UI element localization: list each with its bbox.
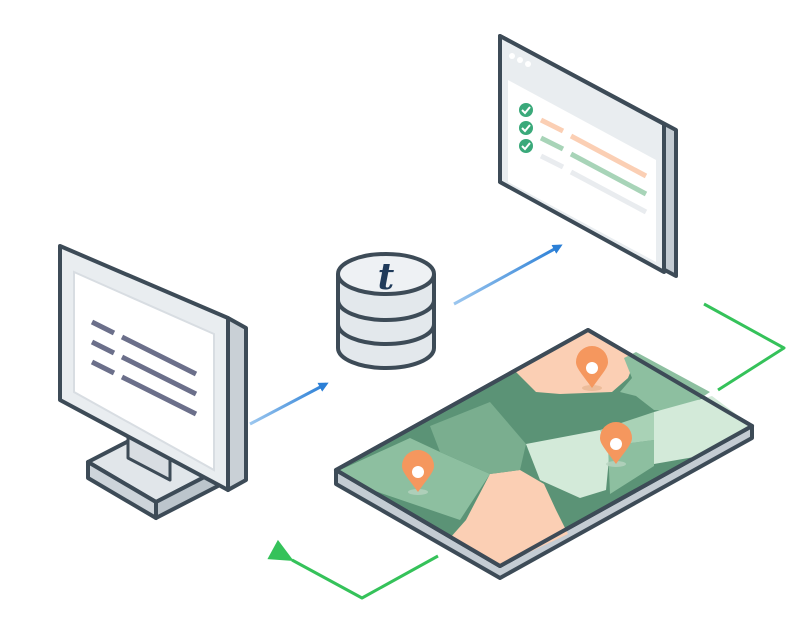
- location-pin-icon: [600, 422, 632, 467]
- database-logo: t: [378, 256, 395, 298]
- check-icon: [519, 103, 533, 117]
- location-pin-icon: [402, 450, 434, 495]
- arrow-desktop-to-database: [249, 382, 329, 426]
- arrow-map-to-desktop: [267, 539, 439, 600]
- window-dot-icon: [509, 53, 515, 59]
- map-region: [430, 402, 526, 474]
- location-pin-icon: [576, 346, 608, 391]
- database: t: [336, 252, 436, 370]
- map-region: [450, 470, 568, 566]
- browser-screen: [508, 80, 656, 262]
- check-icon: [519, 139, 533, 153]
- monitor-text-lines: [90, 319, 198, 417]
- map-region: [526, 430, 610, 498]
- desktop-monitor: [58, 244, 248, 520]
- monitor-screen: [73, 270, 215, 472]
- window-dot-icon: [525, 61, 531, 67]
- map-region: [620, 352, 710, 412]
- arrow-browser-to-map: [703, 302, 786, 392]
- browser-window: [498, 34, 678, 278]
- window-dot-icon: [517, 57, 523, 63]
- map: [334, 328, 754, 580]
- check-icon: [519, 121, 533, 135]
- monitor-base: [86, 418, 220, 520]
- arrow-database-to-browser: [453, 244, 563, 306]
- checklist: [519, 103, 648, 215]
